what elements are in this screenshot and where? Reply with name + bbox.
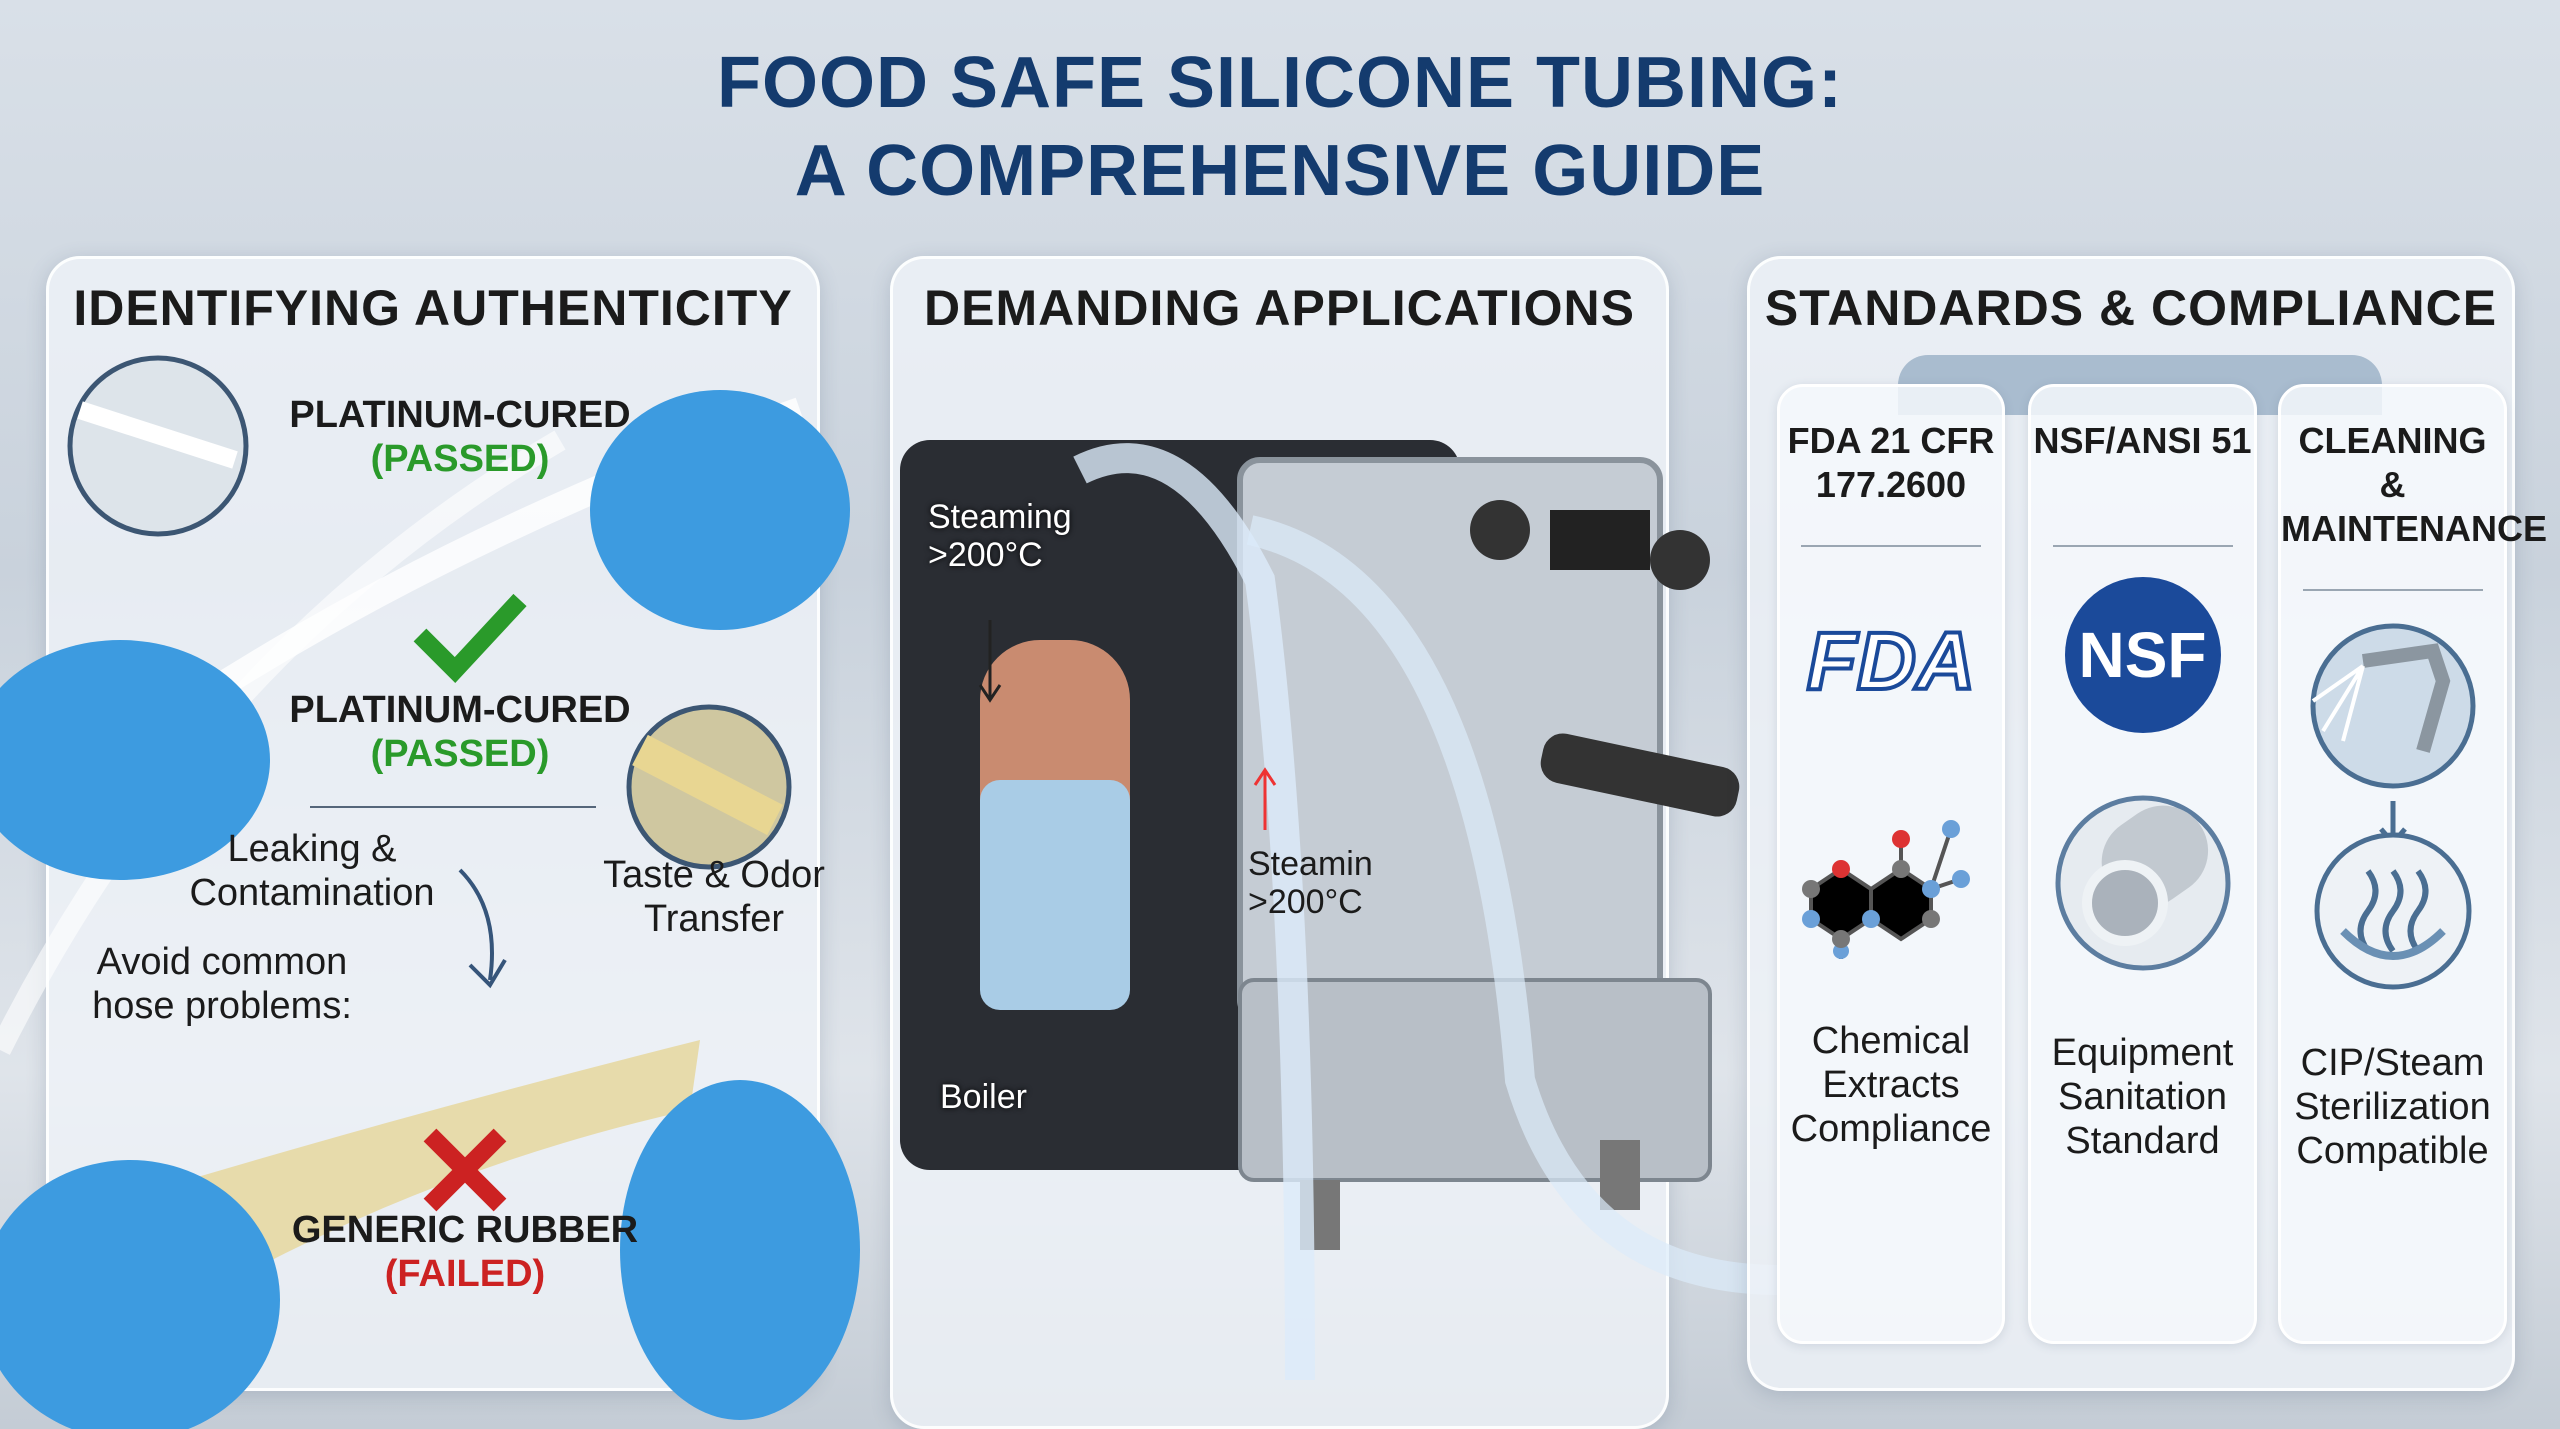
panel-heading: DEMANDING APPLICATIONS [924, 280, 1635, 336]
leaking-contamination-label: Leaking &Contamination [189, 828, 435, 914]
platinum-cured-label-1: PLATINUM-CURED(PASSED) [289, 394, 631, 480]
pipe-icon [2055, 795, 2230, 971]
boiler-label: Boiler [940, 1078, 1027, 1116]
divider [2302, 589, 2483, 591]
checkmark-icon [413, 593, 527, 683]
card-heading: CLEANING &MAINTENANCE [2281, 420, 2547, 549]
arrow-down-icon [458, 868, 507, 989]
title-line-1: FOOD SAFE SILICONE TUBING: [716, 43, 1843, 123]
divider [2052, 545, 2233, 547]
steam-sterilization-icon [2314, 832, 2471, 990]
card-heading: NSF/ANSI 51 [2033, 420, 2252, 461]
generic-rubber-label: GENERIC RUBBER(FAILED) [291, 1209, 639, 1295]
gloved-hands-tubing-illustration [0, 355, 860, 1429]
divider [1801, 545, 1981, 547]
espresso-machine-illustration [900, 440, 1780, 1380]
fda-logo: FDA [1805, 614, 1978, 709]
nsf-logo: NSF [2064, 577, 2221, 733]
steaming-label-2: Steamin>200°C [1248, 845, 1373, 921]
molecule-icon [1802, 820, 1970, 959]
title-line-2: A COMPREHENSIVE GUIDE [794, 131, 1766, 211]
x-mark-icon [423, 1128, 507, 1212]
panel-heading: STANDARDS & COMPLIANCE [1764, 280, 2498, 336]
spray-gun-icon [2310, 623, 2475, 789]
steaming-label-1: Steaming>200°C [928, 498, 1072, 574]
panel-heading: IDENTIFYING AUTHENTICITY [73, 280, 793, 336]
platinum-cured-label-2: PLATINUM-CURED(PASSED) [289, 689, 631, 775]
cleaning-process-icons [2310, 623, 2475, 990]
